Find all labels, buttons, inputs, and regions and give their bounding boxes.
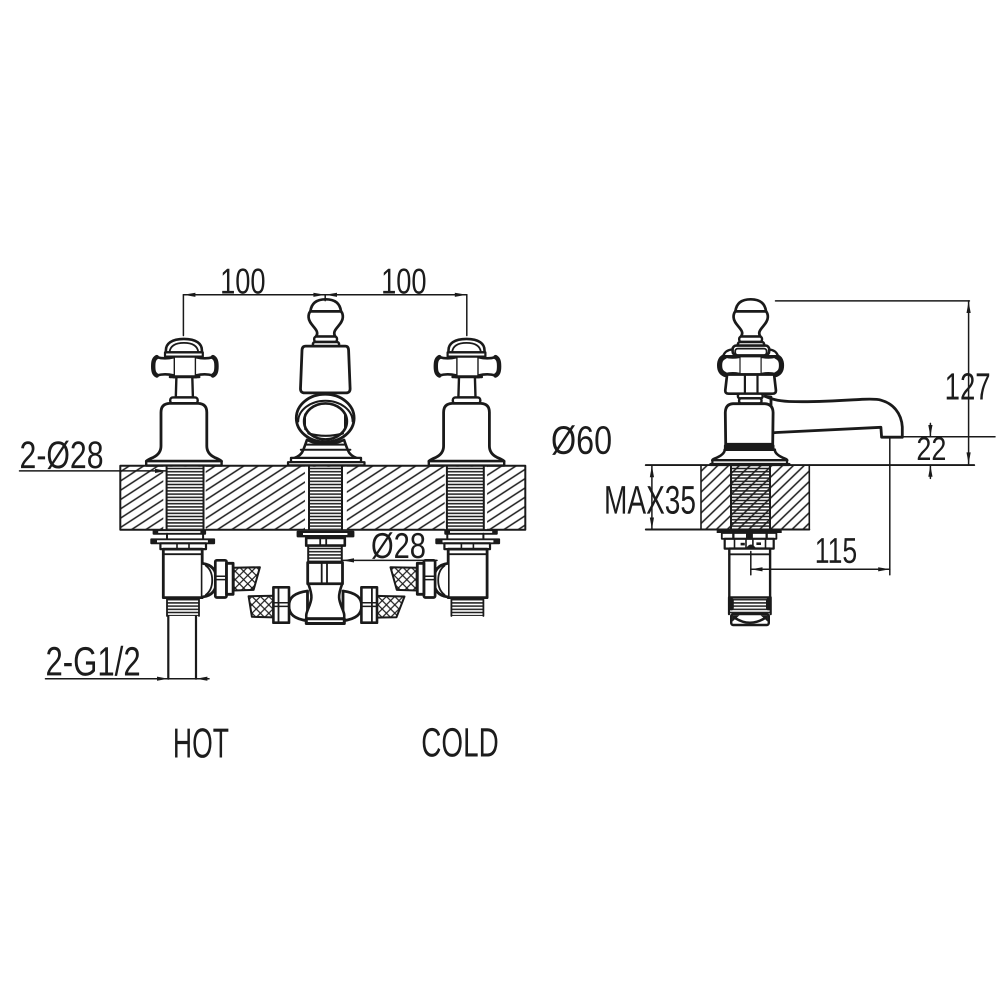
svg-text:Ø60: Ø60: [551, 419, 612, 463]
svg-text:100: 100: [381, 261, 427, 302]
svg-text:2-Ø28: 2-Ø28: [20, 434, 104, 477]
svg-text:MAX35: MAX35: [604, 479, 696, 523]
svg-text:COLD: COLD: [421, 720, 498, 766]
svg-text:100: 100: [220, 261, 266, 302]
svg-text:HOT: HOT: [173, 719, 229, 766]
svg-text:22: 22: [916, 430, 946, 467]
svg-text:115: 115: [815, 530, 857, 571]
svg-text:127: 127: [945, 367, 991, 409]
svg-text:Ø28: Ø28: [371, 525, 426, 566]
svg-text:2-G1/2: 2-G1/2: [45, 638, 140, 684]
